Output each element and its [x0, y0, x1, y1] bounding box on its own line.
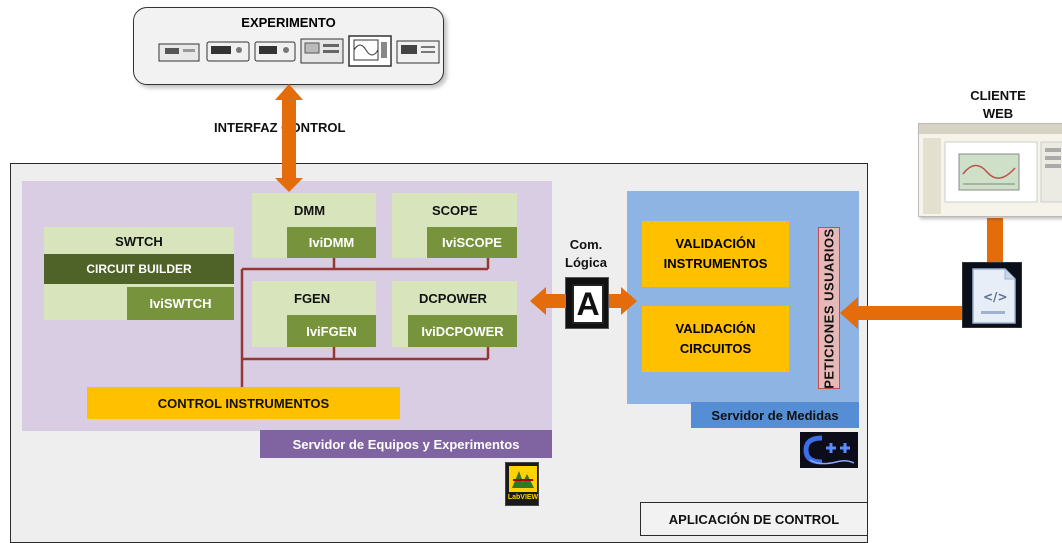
experiment-instruments	[158, 35, 440, 67]
ivifgen-box: IviFGEN	[287, 315, 376, 347]
fgen-title: FGEN	[294, 290, 331, 306]
experiment-title: EXPERIMENTO	[241, 15, 336, 30]
validation-instruments-text: VALIDACIÓN INSTRUMENTOS	[642, 221, 789, 287]
validation-instruments-bg	[642, 221, 789, 287]
client-web-label-2: WEB	[982, 106, 1014, 121]
com-logic-label-2: Lógica	[565, 255, 607, 270]
multimeter-icon	[206, 41, 250, 62]
client-request-arrow	[840, 297, 962, 329]
power-supply-icon	[158, 43, 200, 62]
validation-circuits-text: VALIDACIÓN CIRCUITOS	[642, 306, 789, 372]
validation-circuits-text-1: VALIDACIÓN	[675, 321, 756, 336]
client-link-bar	[987, 218, 1003, 262]
function-generator-icon	[300, 38, 344, 64]
oscilloscope-icon	[348, 35, 392, 67]
web-document-icon: </>	[962, 262, 1022, 328]
validation-instruments-text-1: VALIDACIÓN	[675, 236, 756, 251]
logic-a-letter: A	[572, 284, 604, 324]
control-application-label: APLICACIÓN DE CONTROL	[640, 502, 868, 536]
com-left-arrow	[530, 287, 566, 315]
com-right-arrow	[609, 287, 637, 315]
scope-title: SCOPE	[432, 202, 478, 218]
iviswtch-box: IviSWTCH	[127, 287, 234, 320]
ividcpower-box: IviDCPOWER	[408, 315, 517, 347]
com-logic-label-1: Com.	[569, 237, 603, 252]
measurement-server-label: Servidor de Medidas	[691, 402, 859, 428]
logic-a-icon: A	[565, 277, 609, 329]
labview-logo-text: LabVIEW	[507, 494, 539, 501]
dmm-title: DMM	[294, 202, 326, 218]
circuit-builder-box: CIRCUIT BUILDER	[44, 254, 234, 284]
ividmm-box: IviDMM	[287, 227, 376, 258]
interface-control-label: INTERFAZ CONTROL	[214, 120, 346, 135]
equipment-server-label: Servidor de Equipos y Experimentos	[260, 430, 552, 458]
validation-circuits-bg	[642, 306, 789, 372]
switch-matrix-icon	[396, 40, 440, 64]
labview-logo: LabVIEW	[505, 462, 539, 506]
cpp-logo	[800, 432, 858, 468]
user-requests-box: PETICIONES USUARIOS	[818, 227, 840, 389]
dcpower-title: DCPOWER	[419, 290, 487, 306]
multimeter-icon	[254, 41, 296, 62]
client-web-label-1: CLIENTE	[970, 88, 1026, 103]
iviscope-box: IviSCOPE	[427, 227, 517, 258]
web-client-screenshot-icon	[918, 123, 1062, 217]
svg-text:</>: </>	[983, 290, 1008, 304]
interface-arrow	[275, 84, 303, 192]
validation-circuits-text-2: CIRCUITOS	[679, 341, 752, 356]
control-instruments-box: CONTROL INSTRUMENTOS	[87, 387, 400, 419]
validation-instruments-text-2: INSTRUMENTOS	[663, 256, 768, 271]
swtch-title: SWTCH	[115, 233, 163, 249]
